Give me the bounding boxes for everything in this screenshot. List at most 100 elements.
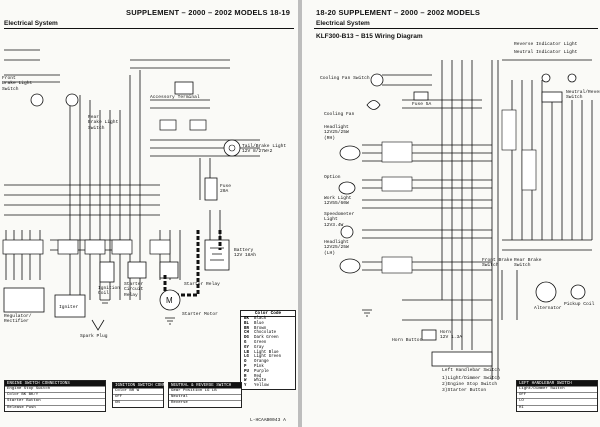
table-row: Release Push xyxy=(5,404,105,411)
color-code-abbrev: BL xyxy=(244,321,249,326)
section-title: Electrical System xyxy=(4,20,58,27)
left-page: SUPPLEMENT – 2000 – 2002 MODELS 18-19 El… xyxy=(0,0,298,427)
color-code-abbrev: R xyxy=(244,374,247,379)
table-row: Neutral xyxy=(169,394,241,400)
left-wiring-diagram: M xyxy=(2,49,260,331)
legend-item: 2)Engine Stop Switch xyxy=(442,382,498,387)
color-code-row: BL Blue xyxy=(241,322,295,327)
color-code-name: Orange xyxy=(254,360,269,365)
alternator-label: Alternator xyxy=(534,306,562,311)
table-row: Engine Stop Switch xyxy=(5,386,105,392)
color-code-row: LB Light Blue xyxy=(241,351,295,356)
table-row: Light/Dimmer Switch xyxy=(517,386,597,392)
color-code-row: R Red xyxy=(241,375,295,380)
color-code-name: Red xyxy=(254,374,262,379)
color-code-abbrev: CH xyxy=(244,331,249,336)
table-title: LEFT HANDLEBAR SWITCH xyxy=(517,381,597,386)
color-code-abbrev: BK xyxy=(244,317,249,321)
horn-button-label: Horn Button xyxy=(392,338,423,343)
color-code-name: Purple xyxy=(254,369,269,374)
color-code-name: Black xyxy=(254,317,267,321)
right-wiring-diagram xyxy=(338,59,593,380)
color-code-abbrev: P xyxy=(244,364,247,369)
color-code-abbrev: LB xyxy=(244,350,249,355)
section-title: Electrical System xyxy=(316,20,370,27)
legend-item: 3)Starter Button xyxy=(442,388,487,393)
color-code-name: Gray xyxy=(254,345,264,350)
svg-text:M: M xyxy=(166,296,173,305)
fuse-5a-label: Fuse 5A xyxy=(412,102,432,107)
reverse-indicator-label: Reverse Indicator Light xyxy=(514,42,578,47)
table-title: IGNITION SWITCH CONNECTIONS xyxy=(113,383,183,388)
table-row: Reverse xyxy=(169,400,241,406)
igniter-label: Igniter xyxy=(59,305,79,310)
table-row: ON xyxy=(113,400,163,406)
table-row: Color BK BK/Y xyxy=(5,392,105,398)
neutral-indicator-label: Neutral Indicator Light xyxy=(514,50,578,55)
diagram-title: KLF300-B13 ~ B15 Wiring Diagram xyxy=(316,33,423,40)
color-code-abbrev: DG xyxy=(244,336,249,341)
color-code-row: W White xyxy=(241,379,295,384)
cooling-fan-label: Cooling Fan xyxy=(324,112,355,117)
color-code-name: Blue xyxy=(254,321,264,326)
option-label: Option xyxy=(324,175,341,180)
color-code-abbrev: W xyxy=(244,379,247,384)
color-code-row: G Green xyxy=(241,341,295,346)
table-row: LO xyxy=(517,398,597,404)
color-code-row: BK Black xyxy=(241,317,295,322)
color-code-name: Green xyxy=(254,340,267,345)
table-row: Color BR W xyxy=(113,388,163,394)
engine-switch-table: ENGINE SWITCH CONNECTIONS Engine Stop Sw… xyxy=(4,380,106,412)
color-code-name: Light Blue xyxy=(254,350,279,355)
left-handlebar-switch-table: LEFT HANDLEBAR SWITCH Light/Dimmer Switc… xyxy=(516,380,598,412)
header-rule xyxy=(4,28,294,30)
color-code-abbrev: LG xyxy=(244,355,249,360)
neutral-reverse-table: NEUTRAL & REVERSE SWITCH Gear Position L… xyxy=(168,382,242,408)
starter-relay-label: Starter Relay xyxy=(184,282,220,287)
color-code-name: White xyxy=(254,379,267,384)
table-title: NEUTRAL & REVERSE SWITCH xyxy=(169,383,241,388)
table-row: OFF xyxy=(113,394,163,400)
table-row: OFF xyxy=(517,392,597,398)
ignition-switch-table: IGNITION SWITCH CONNECTIONS Color BR W O… xyxy=(112,382,183,408)
color-code-abbrev: O xyxy=(244,360,247,365)
cooling-fan-switch-label: Cooling Fan Switch xyxy=(320,76,370,81)
starter-motor-label: Starter Motor xyxy=(182,312,218,317)
header-rule xyxy=(314,28,598,30)
color-code-abbrev: PU xyxy=(244,369,249,374)
table-row: Gear Position LG LB xyxy=(169,388,241,394)
color-code-row: O Orange xyxy=(241,360,295,365)
page-gutter xyxy=(298,0,302,427)
color-code-name: Brown xyxy=(254,326,267,331)
color-code-abbrev: G xyxy=(244,340,247,345)
color-code-abbrev: Y xyxy=(244,384,247,389)
spark-plug-label: Spark Plug xyxy=(80,334,108,339)
table-row: Starter Button xyxy=(5,398,105,404)
table-row: HI xyxy=(517,404,597,411)
color-code-name: Light Green xyxy=(254,355,282,360)
color-code-row: LG Light Green xyxy=(241,355,295,360)
legend-item: 1)Light/Dimmer Switch xyxy=(442,376,500,381)
table-title: ENGINE SWITCH CONNECTIONS xyxy=(5,381,105,386)
